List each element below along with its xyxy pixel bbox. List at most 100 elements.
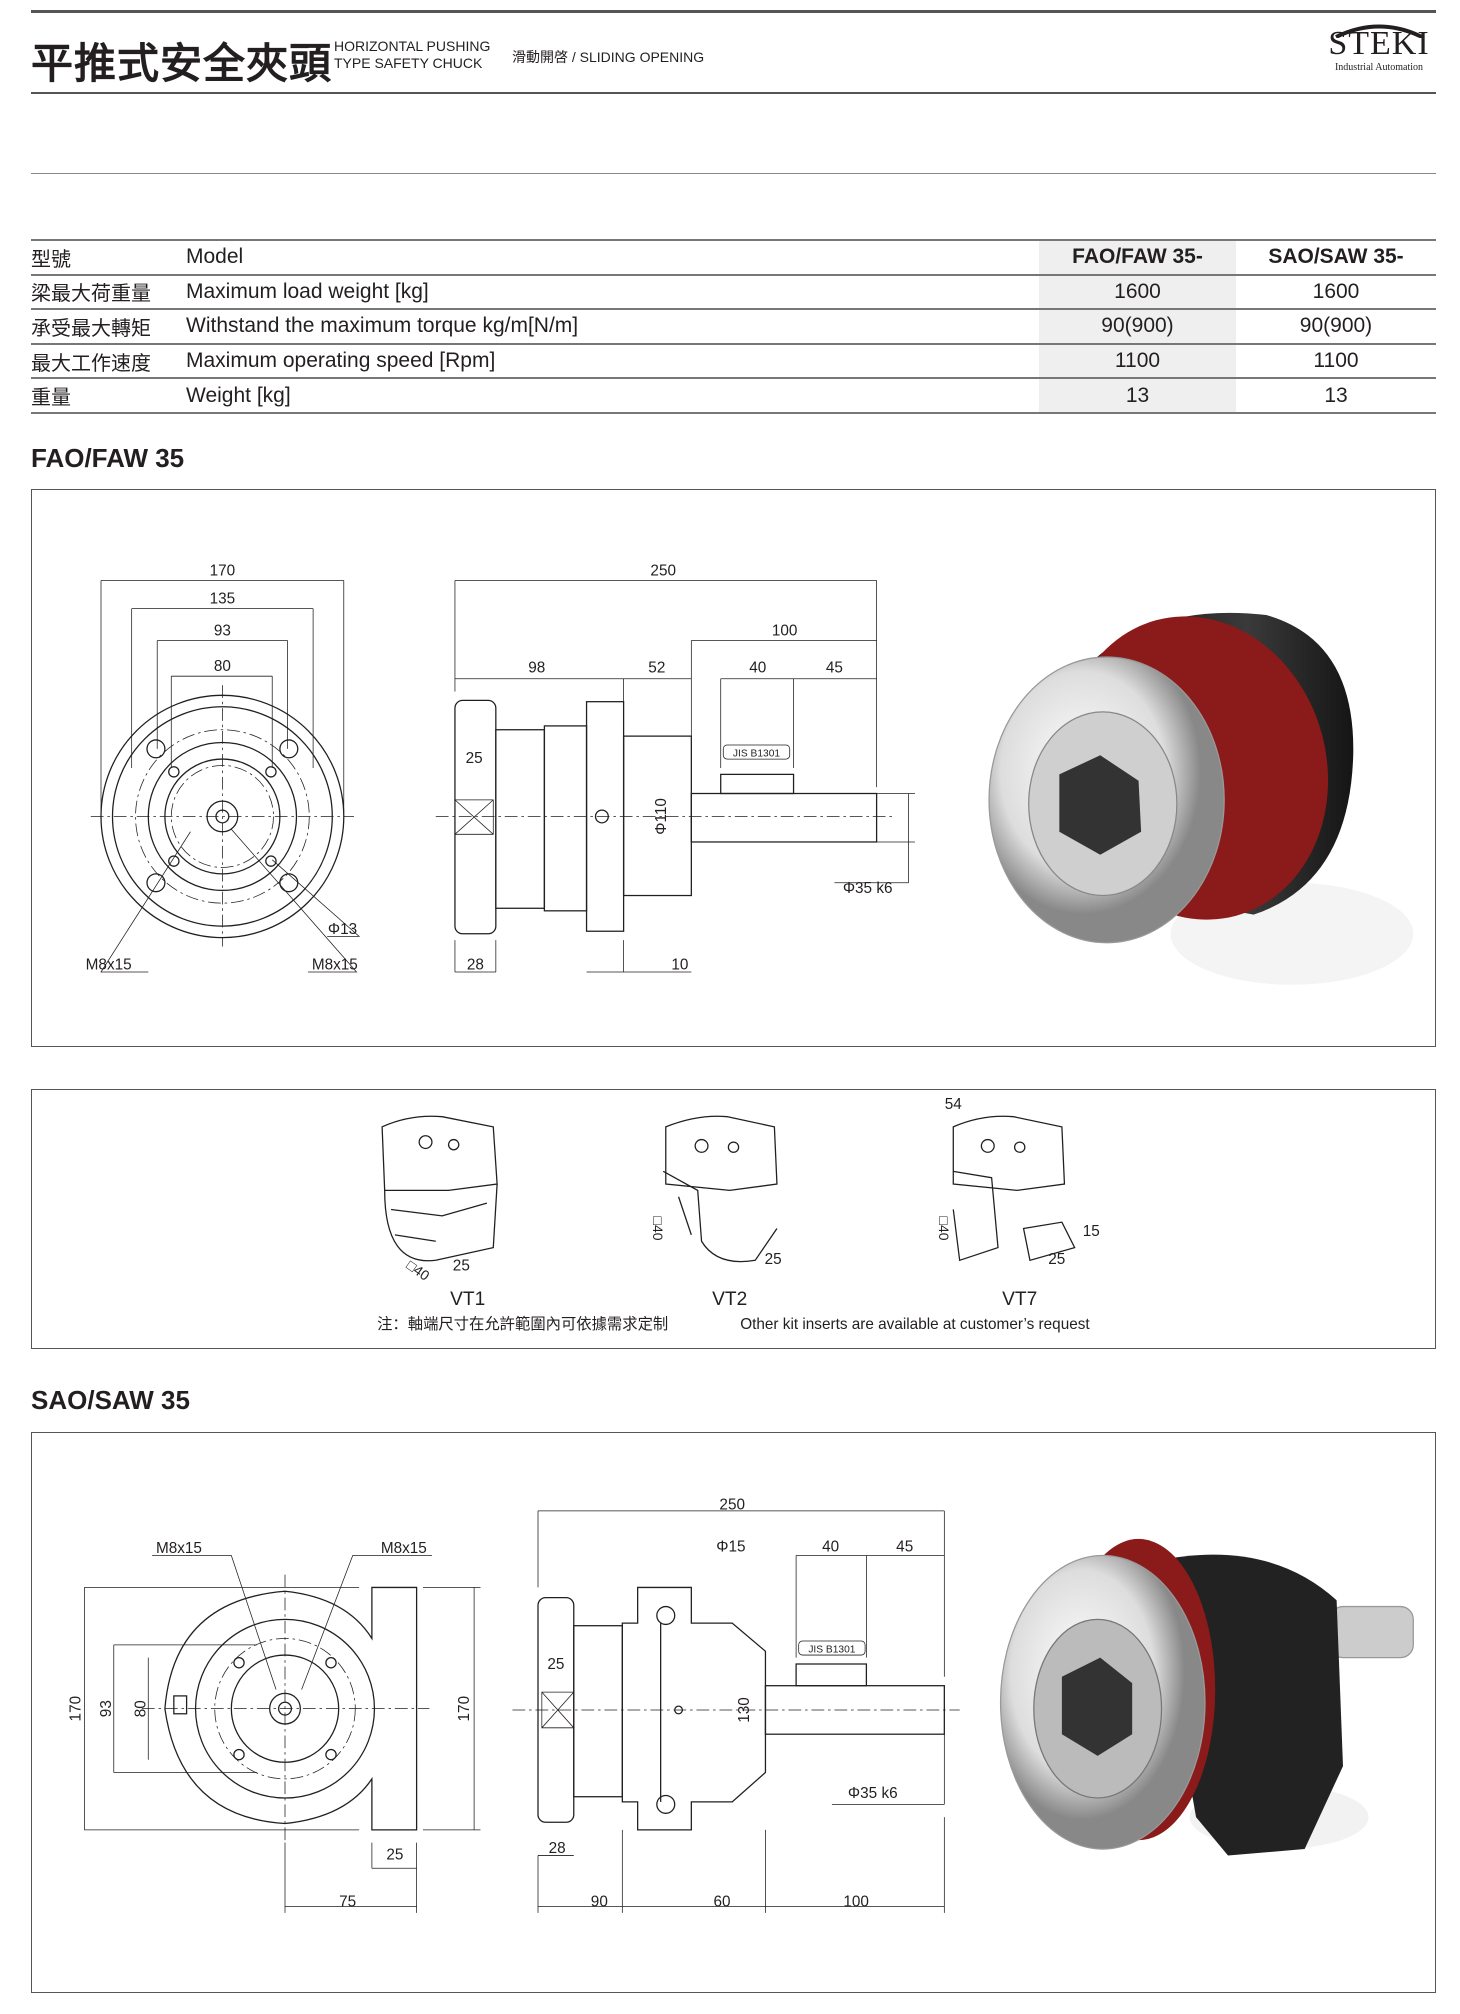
dimension-label: 40 — [822, 1539, 839, 1556]
dimension-label: 170 — [68, 1696, 85, 1722]
dimension-label: M8x15 — [156, 1540, 202, 1557]
sao-chuck-photo — [999, 1538, 1414, 1856]
dimension-label: 250 — [719, 1497, 745, 1514]
dimension-label: 10 — [671, 956, 688, 973]
fao-front-view — [90, 580, 361, 973]
spec-label-en: Maximum operating speed [Rpm] — [186, 343, 1039, 380]
insert-note-en: Other kit inserts are available at custo… — [740, 1316, 1090, 1333]
spec-label-cn: 梁最大荷重量 — [31, 274, 186, 311]
dimension-label: 93 — [98, 1700, 115, 1717]
dimension-label: □40 — [936, 1217, 952, 1241]
dimension-label: 25 — [386, 1846, 403, 1863]
dimension-label: 170 — [456, 1696, 473, 1722]
vt1-insert — [381, 1115, 498, 1262]
dimension-label: 28 — [549, 1840, 566, 1857]
vt2-insert — [662, 1115, 778, 1263]
fao-side-view — [435, 580, 915, 973]
spec-label-en: Weight [kg] — [186, 378, 1039, 414]
page-subtitle: 滑動開啓 / SLIDING OPENING — [512, 49, 705, 65]
dimension-label: M8x15 — [381, 1540, 427, 1557]
spec-value-sao: SAO/SAW 35- — [1236, 239, 1436, 276]
dimension-label: Φ110 — [653, 798, 670, 835]
dimension-label: 93 — [214, 622, 231, 639]
spec-value-fao: 90(900) — [1039, 309, 1236, 345]
spec-label-en: Withstand the maximum torque kg/m[N/m] — [186, 309, 1039, 345]
dimension-label: 98 — [528, 659, 545, 676]
vt7-insert — [952, 1115, 1076, 1262]
dimension-label: 25 — [1048, 1251, 1065, 1268]
spec-label-cn: 重量 — [31, 378, 186, 414]
dimension-label: 130 — [736, 1697, 753, 1723]
dimension-label: 100 — [843, 1893, 869, 1910]
dimension-label: VT2 — [712, 1289, 747, 1310]
dimension-label: JIS B1301 — [733, 749, 780, 760]
spec-value-fao: 1600 — [1039, 274, 1236, 311]
dimension-label: 25 — [547, 1656, 564, 1673]
spec-label-cn: 最大工作速度 — [31, 343, 186, 380]
dimension-label: 28 — [467, 956, 484, 973]
dimension-label: 60 — [713, 1893, 730, 1910]
spec-value-sao: 13 — [1236, 378, 1436, 414]
spec-value-sao: 90(900) — [1236, 309, 1436, 345]
dimension-label: M8x15 — [86, 956, 132, 973]
dimension-label: 170 — [210, 562, 236, 579]
dimension-label: Φ35 k6 — [843, 880, 893, 897]
spec-value-fao: 1100 — [1039, 343, 1236, 380]
header-rule — [31, 92, 1436, 94]
section-title-sao: SAO/SAW 35 — [31, 1385, 190, 1415]
dimension-label: 75 — [339, 1893, 356, 1910]
dimension-label: 25 — [765, 1251, 782, 1268]
dimension-label: 80 — [133, 1700, 150, 1717]
dimension-label: 25 — [453, 1258, 470, 1275]
fao-chuck-photo — [988, 612, 1414, 985]
dimension-label: 15 — [1083, 1223, 1100, 1240]
spec-label-cn: 型號 — [31, 239, 186, 276]
dimension-label: 25 — [466, 750, 483, 767]
dimension-label: VT7 — [1002, 1289, 1037, 1310]
dimension-label: 52 — [648, 659, 665, 676]
dimension-label: 100 — [772, 622, 798, 639]
inserts-drawing: VT1 VT2 VT7 □40 25 □40 25 54 □40 25 15 注… — [377, 1096, 1100, 1333]
dimension-label: 250 — [650, 562, 676, 579]
insert-labels: VT1 VT2 VT7 □40 25 □40 25 54 □40 25 15 注… — [377, 1096, 1100, 1333]
dimension-label: 45 — [826, 659, 843, 676]
spec-value-sao: 1100 — [1236, 343, 1436, 380]
dimension-label: 54 — [945, 1096, 963, 1113]
inserts-panel: VT1 VT2 VT7 □40 25 □40 25 54 □40 25 15 注… — [31, 1089, 1436, 1349]
spec-value-fao: FAO/FAW 35- — [1039, 239, 1236, 276]
dimension-label: VT1 — [450, 1289, 485, 1310]
dimension-label: □40 — [650, 1217, 666, 1241]
spec-value-sao: 1600 — [1236, 274, 1436, 311]
page-title: 平推式安全夾頭 — [31, 39, 333, 88]
divider — [31, 173, 1436, 174]
dimension-label: Φ13 — [328, 921, 357, 938]
section-title-fao: FAO/FAW 35 — [31, 443, 185, 473]
spec-label-en: Maximum load weight [kg] — [186, 274, 1039, 311]
dimension-label: Φ35 k6 — [848, 1785, 898, 1802]
spec-label-cn: 承受最大轉矩 — [31, 309, 186, 345]
insert-note-cn: 注：軸端尺寸在允許範圍內可依據需求定制 — [377, 1315, 668, 1333]
dimension-label: 135 — [210, 591, 236, 608]
logo-arc-icon — [1335, 24, 1423, 38]
dimension-label: Φ15 — [716, 1539, 745, 1556]
dimension-label: 90 — [591, 1893, 608, 1910]
spec-value-fao: 13 — [1039, 378, 1236, 414]
top-rule — [31, 10, 1436, 13]
spec-label-en: Model — [186, 239, 1039, 276]
dimension-label: 80 — [214, 658, 231, 675]
sao-front-view — [84, 1555, 481, 1913]
